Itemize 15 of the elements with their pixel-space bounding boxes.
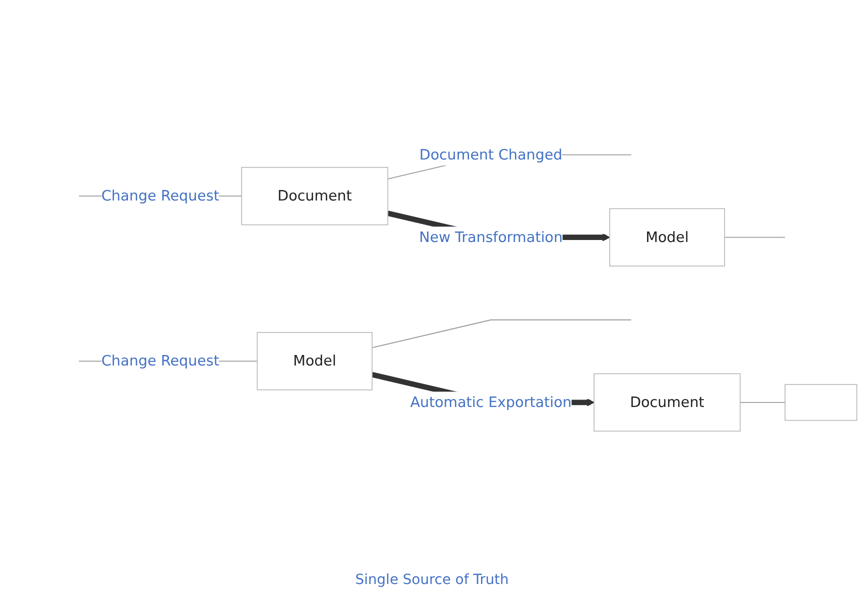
connector [740, 402, 786, 403]
connector [724, 236, 786, 238]
node-box [241, 166, 388, 226]
node-box [784, 384, 858, 421]
flowchart-drawing: Change Request Document Changed New Transformation Change Request Automatic Exportation Document Model Model Document [0, 0, 864, 568]
connector [372, 319, 632, 348]
edge-label: Change Request [101, 352, 220, 370]
edge-label: Automatic Exportation [410, 393, 572, 410]
note-text: Single Source of Truth [355, 572, 509, 588]
edge-label: Change Request [101, 187, 220, 204]
node-box [594, 373, 741, 432]
edge-label: Document Changed [419, 146, 562, 163]
edge-label: New Transformation [419, 228, 563, 246]
node-box [256, 332, 373, 390]
node-box [609, 208, 726, 266]
